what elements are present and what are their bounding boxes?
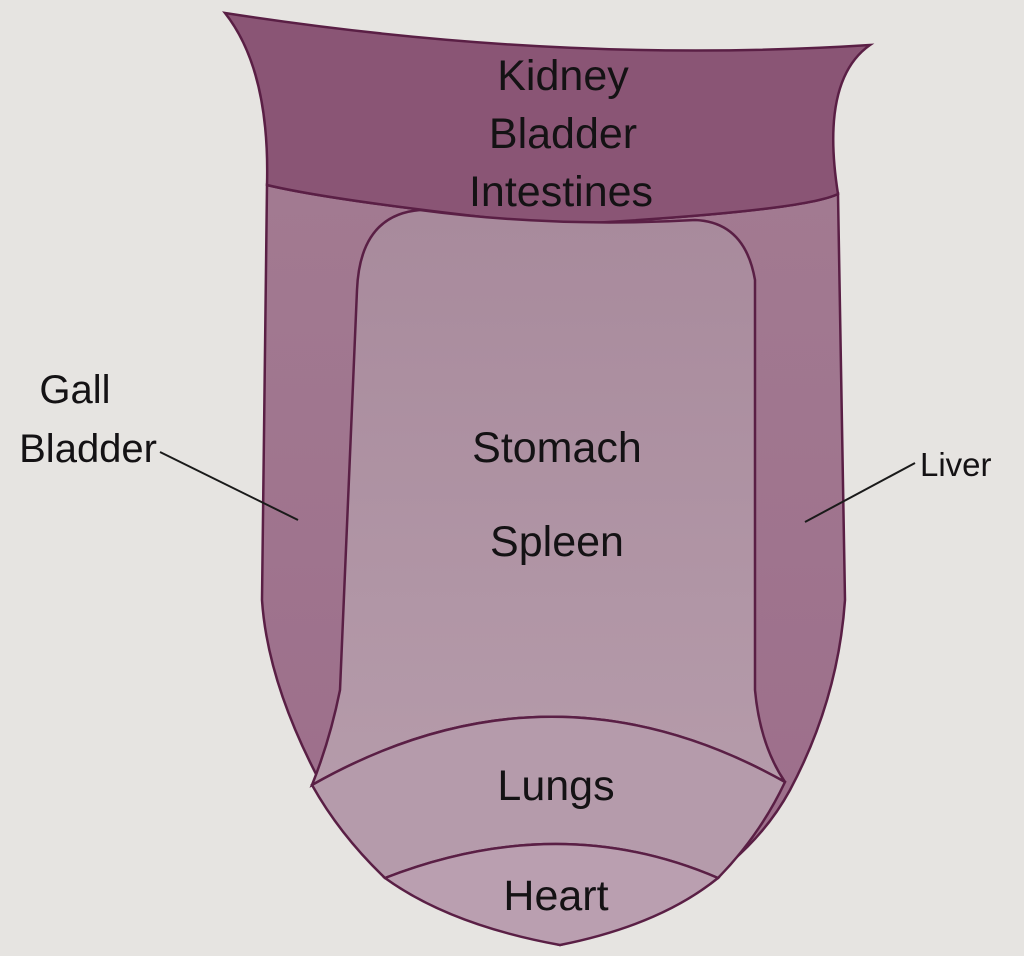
root-region bbox=[222, 11, 875, 227]
label-kidney: Kidney bbox=[497, 52, 629, 100]
heart-region bbox=[382, 842, 721, 947]
label-intestines: Intestines bbox=[469, 168, 653, 216]
label-spleen: Spleen bbox=[490, 518, 624, 566]
label-bladder: Bladder bbox=[489, 110, 637, 158]
label-heart: Heart bbox=[503, 872, 608, 920]
label-gall: Gall bbox=[39, 368, 110, 412]
label-lungs: Lungs bbox=[497, 762, 614, 810]
label-gall-bladder: Bladder bbox=[19, 427, 157, 471]
liver-leader-line bbox=[804, 462, 916, 523]
gall-bladder-leader-line bbox=[159, 451, 299, 521]
center-region bbox=[309, 208, 787, 788]
label-liver: Liver bbox=[920, 446, 992, 483]
label-stomach: Stomach bbox=[472, 424, 642, 472]
